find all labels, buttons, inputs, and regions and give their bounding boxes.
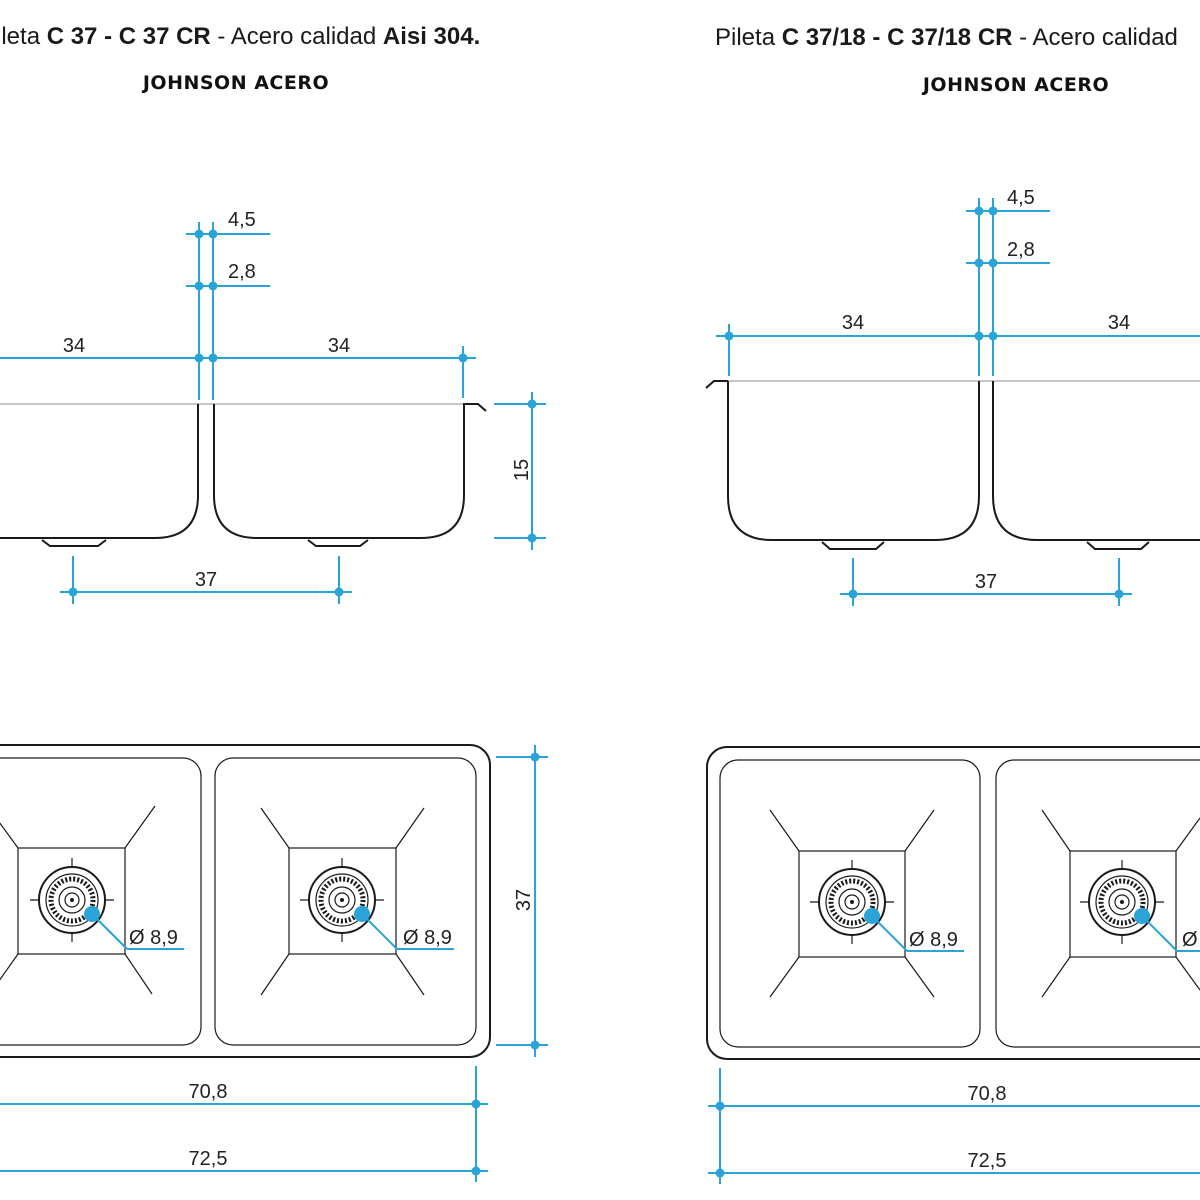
right-dim-divider: 2,8 <box>1007 239 1035 261</box>
left-brand: JOHNSON ACERO <box>141 72 329 94</box>
left-top-view: Ø 8,9 Ø 8,9 37 70,8 72,5 <box>0 744 548 1182</box>
left-dim-divider: 2,8 <box>228 261 256 283</box>
left-title: Pileta C 37 - C 37 CR - Acero calidad Ai… <box>0 23 480 50</box>
right-side-view: 4,5 2,8 34 34 37 <box>705 187 1200 606</box>
left-dim-bowl-width-1: 34 <box>63 335 85 357</box>
right-dim-drain-diameter-1: Ø 8,9 <box>909 929 958 951</box>
left-dim-width: 37 <box>513 889 535 911</box>
right-dim-drain-diameter-2: Ø 8,9 <box>1182 929 1200 951</box>
left-side-view: 4,5 2,8 34 34 15 37 <box>0 209 546 604</box>
drain-icon <box>810 860 894 944</box>
drain-icon <box>30 858 114 942</box>
right-title: Pileta C 37/18 - C 37/18 CR - Acero cali… <box>715 24 1178 51</box>
drain-icon <box>300 858 384 942</box>
left-dim-drain-diameter-1: Ø 8,9 <box>129 927 178 949</box>
right-dim-bowl-width-2: 34 <box>1108 312 1130 334</box>
left-dim-top-offset: 4,5 <box>228 209 256 231</box>
drain-icon <box>1080 860 1164 944</box>
right-dim-outer-length: 72,5 <box>968 1150 1007 1172</box>
left-dim-drain-diameter-2: Ø 8,9 <box>403 927 452 949</box>
left-dim-depth: 15 <box>511 459 533 481</box>
right-brand: JOHNSON ACERO <box>921 74 1109 96</box>
right-dim-drain-spacing: 37 <box>975 571 997 593</box>
right-top-view: Ø 8,9 Ø 8,9 70,8 72,5 <box>706 746 1200 1184</box>
left-dim-bowl-width-2: 34 <box>328 335 350 357</box>
left-dim-outer-length: 72,5 <box>189 1148 228 1170</box>
left-dim-drain-spacing: 37 <box>195 569 217 591</box>
right-dim-top-offset: 4,5 <box>1007 187 1035 209</box>
right-dim-inner-length: 70,8 <box>968 1083 1007 1105</box>
left-dim-inner-length: 70,8 <box>189 1081 228 1103</box>
right-dim-bowl-width-1: 34 <box>842 312 864 334</box>
